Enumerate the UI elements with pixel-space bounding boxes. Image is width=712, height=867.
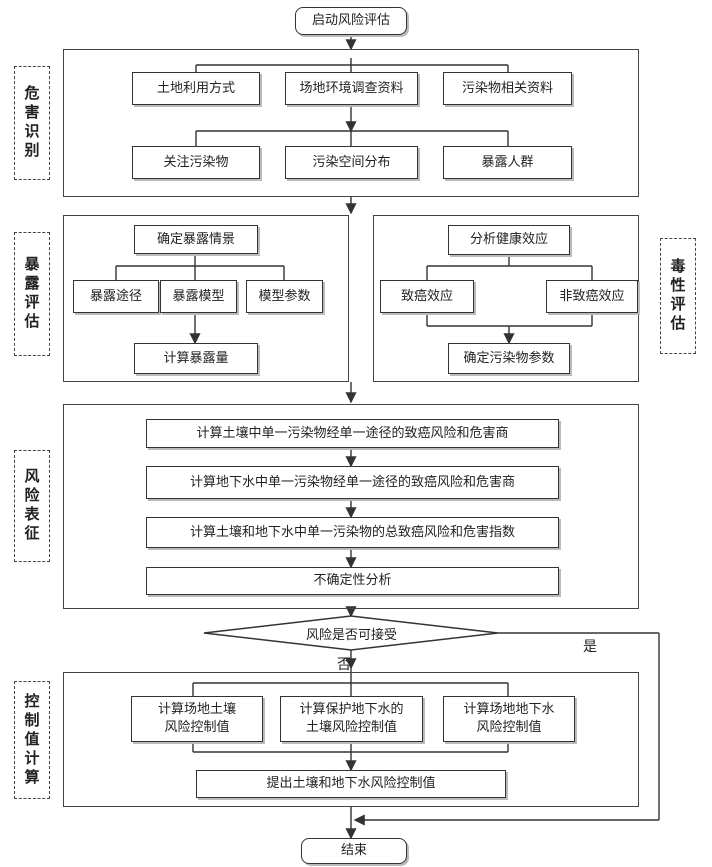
- exposure-scenario-box: 确定暴露情景: [134, 225, 258, 254]
- hazard-panel: [63, 49, 639, 197]
- non-carcinogenic-box: 非致癌效应: [546, 280, 638, 313]
- pollutant-data-box: 污染物相关资料: [443, 72, 572, 105]
- toxicity-label: 毒性评估: [660, 238, 696, 354]
- exposure-label-text: 暴露评估: [22, 256, 41, 332]
- risk-step-soil: 计算土壤中单一污染物经单一途径的致癌风险和危害商: [146, 419, 559, 448]
- exposure-pathway-box: 暴露途径: [73, 280, 159, 313]
- risk-label: 风险表征: [14, 450, 50, 562]
- groundwater-protection-box: 计算保护地下水的 土壤风险控制值: [280, 696, 423, 742]
- toxicity-label-text: 毒性评估: [668, 258, 687, 334]
- pollutant-params-box: 确定污染物参数: [448, 343, 570, 374]
- control-label-text: 控制值计算: [22, 692, 41, 788]
- model-params-box: 模型参数: [246, 280, 323, 313]
- risk-step-groundwater: 计算地下水中单一污染物经单一途径的致癌风险和危害商: [146, 466, 559, 499]
- uncertainty-box: 不确定性分析: [146, 567, 559, 595]
- site-survey-box: 场地环境调查资料: [285, 72, 418, 105]
- risk-label-text: 风险表征: [22, 468, 41, 544]
- carcinogenic-box: 致癌效应: [380, 280, 474, 313]
- toxicity-panel: [373, 215, 639, 382]
- hazard-label-text: 危害识别: [22, 85, 41, 161]
- decision-yes-label: 是: [583, 639, 597, 655]
- final-control-box: 提出土壤和地下水风险控制值: [196, 770, 506, 798]
- land-use-box: 土地利用方式: [132, 72, 260, 105]
- risk-panel: [63, 404, 639, 609]
- pollutant-of-concern-box: 关注污染物: [132, 146, 260, 179]
- end-node: 结束: [301, 838, 407, 864]
- control-panel: [63, 672, 639, 807]
- groundwater-control-box: 计算场地地下水 风险控制值: [443, 696, 575, 742]
- health-effect-box: 分析健康效应: [448, 225, 570, 255]
- exposure-model-box: 暴露模型: [160, 280, 237, 313]
- decision-diamond: [203, 615, 499, 651]
- decision-question: 风险是否可接受: [306, 628, 398, 643]
- hazard-label: 危害识别: [14, 66, 50, 180]
- exposure-amount-box: 计算暴露量: [134, 343, 258, 374]
- start-node: 启动风险评估: [295, 7, 407, 35]
- exposed-population-box: 暴露人群: [443, 146, 572, 179]
- exposure-label: 暴露评估: [14, 232, 50, 356]
- soil-control-box: 计算场地土壤 风险控制值: [131, 696, 263, 742]
- exposure-panel: [63, 215, 349, 382]
- spatial-distribution-box: 污染空间分布: [285, 146, 418, 179]
- control-label: 控制值计算: [14, 681, 50, 799]
- risk-step-total: 计算土壤和地下水中单一污染物的总致癌风险和危害指数: [146, 517, 559, 548]
- decision-no-label: 否: [337, 657, 351, 673]
